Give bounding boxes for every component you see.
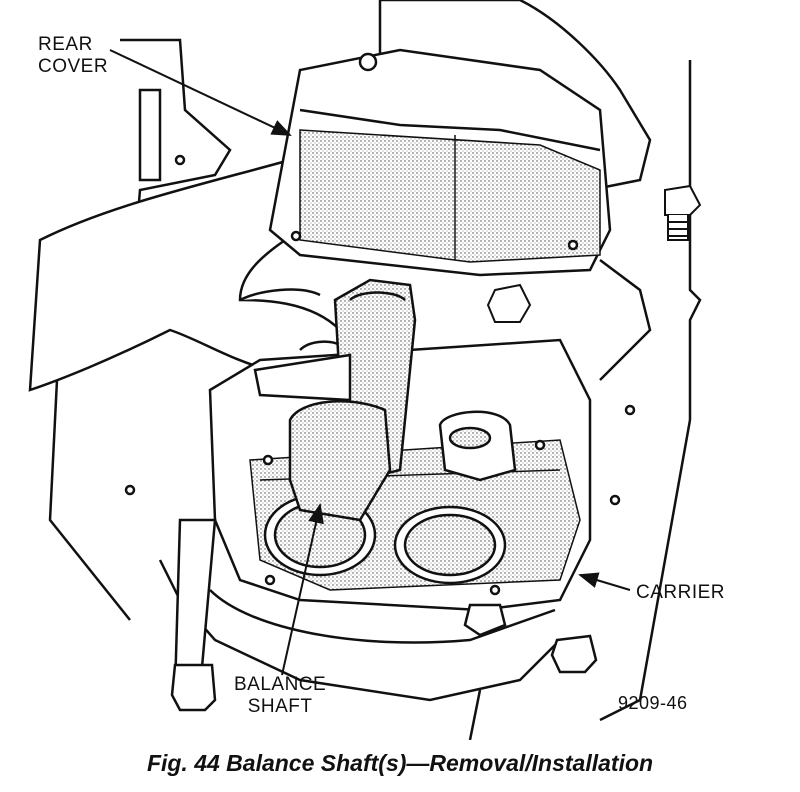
figure-caption: Fig. 44 Balance Shaft(s)—Removal/Install… [146,750,654,776]
cover-bolt [486,184,702,323]
balance-shaft [253,278,517,522]
technician-hand [28,158,347,392]
leader-lines [109,49,631,676]
balance-shaft-illustration [28,0,702,740]
balance-shaft-label-line2: SHAFT [247,696,313,717]
rear-cover-label-line2: COVER [38,56,109,77]
balance-shaft-label: BALANCE SHAFT [234,674,326,718]
rear-cover-label-line1: REAR [38,34,93,55]
carrier-label: CARRIER [636,582,726,603]
balance-shaft-label-line1: BALANCE [234,674,327,695]
figure-code: 9209-46 [618,693,688,713]
rear-cover-label: REAR COVER [38,34,108,78]
rear-cover [268,48,612,277]
bottom-bolts [170,518,598,712]
